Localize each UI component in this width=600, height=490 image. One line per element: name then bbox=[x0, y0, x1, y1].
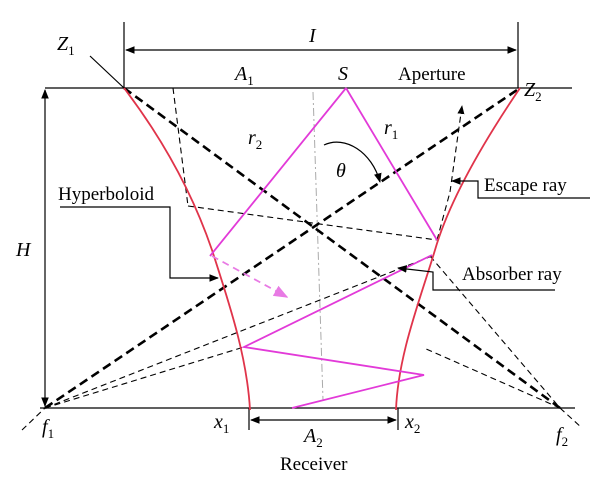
escaped-reflected-ray bbox=[211, 255, 289, 298]
r2-label: r2 bbox=[248, 127, 262, 152]
absorber-ray-path bbox=[241, 254, 433, 409]
s-label: S bbox=[338, 63, 348, 85]
i-label: I bbox=[308, 25, 317, 47]
f2-label: f2 bbox=[556, 424, 568, 449]
ray-r2-incoming bbox=[209, 87, 347, 257]
theta-label: θ bbox=[336, 160, 346, 182]
x1-label: x1 bbox=[213, 411, 229, 436]
h-label: H bbox=[15, 239, 32, 261]
z1-line-solid bbox=[89, 55, 125, 89]
hyperboloid-left-wall bbox=[123, 87, 251, 411]
z2-label: Z2 bbox=[524, 79, 542, 104]
r1-label: r1 bbox=[384, 117, 398, 142]
theta-arc bbox=[323, 141, 382, 183]
f1-extension bbox=[21, 407, 46, 431]
construction-right-lower bbox=[429, 255, 561, 409]
z1-diagonal bbox=[123, 86, 561, 410]
hyperboloid-callout-leader bbox=[60, 206, 219, 282]
absorber-ray-label: Absorber ray bbox=[462, 264, 562, 285]
escape-ray-callout-leader bbox=[451, 177, 590, 199]
construction-left-horizontal bbox=[187, 205, 438, 241]
escape-ray-dashed-up bbox=[436, 191, 451, 241]
construction-f2-to-right-wall bbox=[423, 347, 561, 409]
ray-r1-incoming bbox=[345, 87, 438, 241]
absorber-ray-callout-leader bbox=[397, 265, 555, 291]
hyperboloid-right-wall bbox=[395, 87, 521, 411]
hyperboloid-label: Hyperboloid bbox=[58, 184, 155, 205]
symmetry-axis bbox=[312, 91, 324, 401]
a1-label: A1 bbox=[233, 63, 254, 88]
z2-diagonal bbox=[44, 86, 521, 410]
construction-f1-to-left-wall bbox=[44, 346, 245, 409]
f2-extension bbox=[559, 407, 583, 429]
receiver-label: Receiver bbox=[280, 454, 348, 475]
a2-label: A2 bbox=[302, 425, 323, 450]
x2-label: x2 bbox=[404, 411, 420, 436]
escape-ray-label: Escape ray bbox=[484, 175, 567, 196]
escape-ray-dashed-arrow bbox=[449, 105, 465, 193]
f1-label: f1 bbox=[42, 416, 54, 441]
z1-label: Z1 bbox=[57, 33, 75, 58]
aperture-label: Aperture bbox=[398, 64, 466, 85]
